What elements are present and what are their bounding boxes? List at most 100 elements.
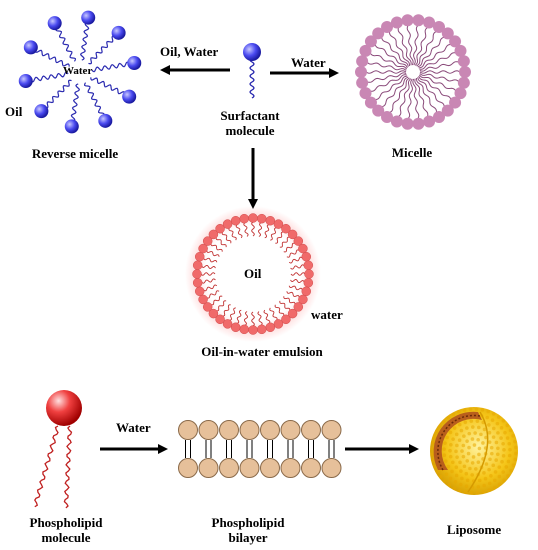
liposome-dot — [476, 437, 480, 442]
reverse-micelle-head — [81, 10, 96, 25]
micelle-head — [364, 35, 377, 48]
emulsion-head — [208, 229, 219, 240]
emulsion-head — [304, 269, 314, 279]
emulsion-head — [202, 236, 213, 246]
emulsion-head — [298, 243, 308, 254]
liposome-dot — [497, 474, 502, 479]
label-liposome: Liposome — [446, 522, 502, 537]
micelle-head — [423, 115, 436, 128]
label-bilayer-1: Phospholipid — [211, 515, 285, 530]
liposome-dot — [505, 436, 510, 440]
liposome-dot — [462, 464, 467, 469]
reverse-micelle-head — [122, 89, 137, 104]
micelle-tail — [413, 24, 419, 66]
micelle-head — [412, 14, 425, 27]
label-water-emulsion: water — [311, 307, 343, 322]
emulsion-head — [281, 223, 291, 234]
emulsion-tail — [290, 264, 305, 270]
reverse-micelle-tail — [44, 79, 72, 109]
liposome-dot — [448, 476, 453, 481]
liposome-dot — [446, 464, 451, 469]
emulsion-head — [257, 213, 267, 224]
micelle-tail — [374, 75, 408, 101]
emulsion-tail — [286, 291, 300, 298]
label-reverse-micelle: Reverse micelle — [31, 146, 119, 161]
liposome-dot — [451, 460, 455, 465]
liposome-dot — [487, 481, 492, 486]
micelle-tail — [381, 76, 409, 108]
liposome-dot — [459, 428, 464, 433]
reverse-micelle-tail — [83, 82, 105, 117]
liposome-dot — [433, 464, 437, 468]
liposome-dot — [465, 459, 470, 463]
micelle-head — [401, 117, 414, 130]
liposome-dot — [482, 483, 486, 488]
liposome-dot — [483, 476, 488, 481]
liposome-dot — [485, 415, 490, 420]
emulsion-tail — [269, 307, 278, 321]
liposome-dot — [501, 454, 506, 458]
liposome-dot — [451, 412, 456, 417]
emulsion-head — [215, 223, 225, 234]
liposome-dot — [496, 415, 501, 419]
phospholipid-tail — [34, 425, 59, 508]
micelle-tail — [414, 26, 428, 66]
liposome — [430, 407, 518, 495]
liposome-dot — [476, 425, 481, 430]
liposome-dot — [487, 488, 491, 492]
liposome-dot — [442, 479, 447, 483]
micelle-head — [401, 14, 414, 27]
liposome-dot — [438, 474, 443, 479]
emulsion-tail — [257, 311, 263, 326]
liposome-dot — [443, 441, 447, 445]
micelle-tail — [366, 61, 407, 71]
emulsion-tail — [201, 278, 216, 284]
liposome-dot — [477, 446, 482, 451]
liposome-dot — [430, 446, 434, 451]
liposome-dot — [502, 478, 506, 483]
micelle-tail — [417, 77, 445, 108]
liposome-dot — [494, 440, 499, 445]
micelle-tail — [419, 73, 460, 83]
liposome-dot — [435, 469, 440, 474]
phospholipid-head — [46, 390, 82, 426]
micelle-head — [441, 27, 454, 40]
emulsion-tail — [206, 250, 220, 257]
liposome-dot — [491, 463, 496, 468]
liposome-dot — [431, 458, 435, 463]
liposome-dot — [444, 472, 449, 476]
emulsion-tail — [228, 227, 237, 241]
emulsion-head — [222, 319, 233, 329]
label-water-inside: Water — [63, 65, 93, 77]
liposome-dot — [465, 478, 470, 483]
bilayer-head-top — [239, 420, 260, 440]
liposome-dot — [494, 458, 499, 462]
emulsion-tail — [290, 272, 306, 276]
emulsion-tail — [251, 311, 255, 327]
emulsion-tail — [243, 222, 249, 237]
micelle-tail — [369, 52, 408, 70]
phospholipid-tail — [63, 425, 73, 509]
reverse-micelle-head — [111, 25, 126, 40]
micelle-head — [356, 55, 369, 68]
liposome-dot — [447, 483, 452, 487]
emulsion-tail — [275, 231, 284, 244]
liposome-dot — [446, 415, 451, 420]
emulsion-tail — [279, 236, 290, 248]
reverse-micelle-head — [34, 104, 49, 119]
reverse-micelle-head — [23, 40, 38, 55]
reverse-micelle-tail — [70, 83, 81, 122]
liposome-dot — [463, 420, 468, 425]
liposome-dot — [473, 431, 477, 435]
emulsion-tail — [283, 242, 296, 253]
bilayer-head-bottom — [239, 458, 260, 478]
liposome-dot — [470, 461, 475, 465]
emulsion-tail — [258, 222, 263, 237]
emulsion-tail — [283, 296, 296, 305]
liposome-dot — [450, 469, 454, 474]
bilayer-head-bottom — [219, 458, 239, 478]
micelle-tail — [389, 77, 410, 114]
liposome-dot — [476, 484, 481, 489]
liposome-dot — [457, 422, 462, 427]
emulsion-head — [248, 213, 258, 223]
